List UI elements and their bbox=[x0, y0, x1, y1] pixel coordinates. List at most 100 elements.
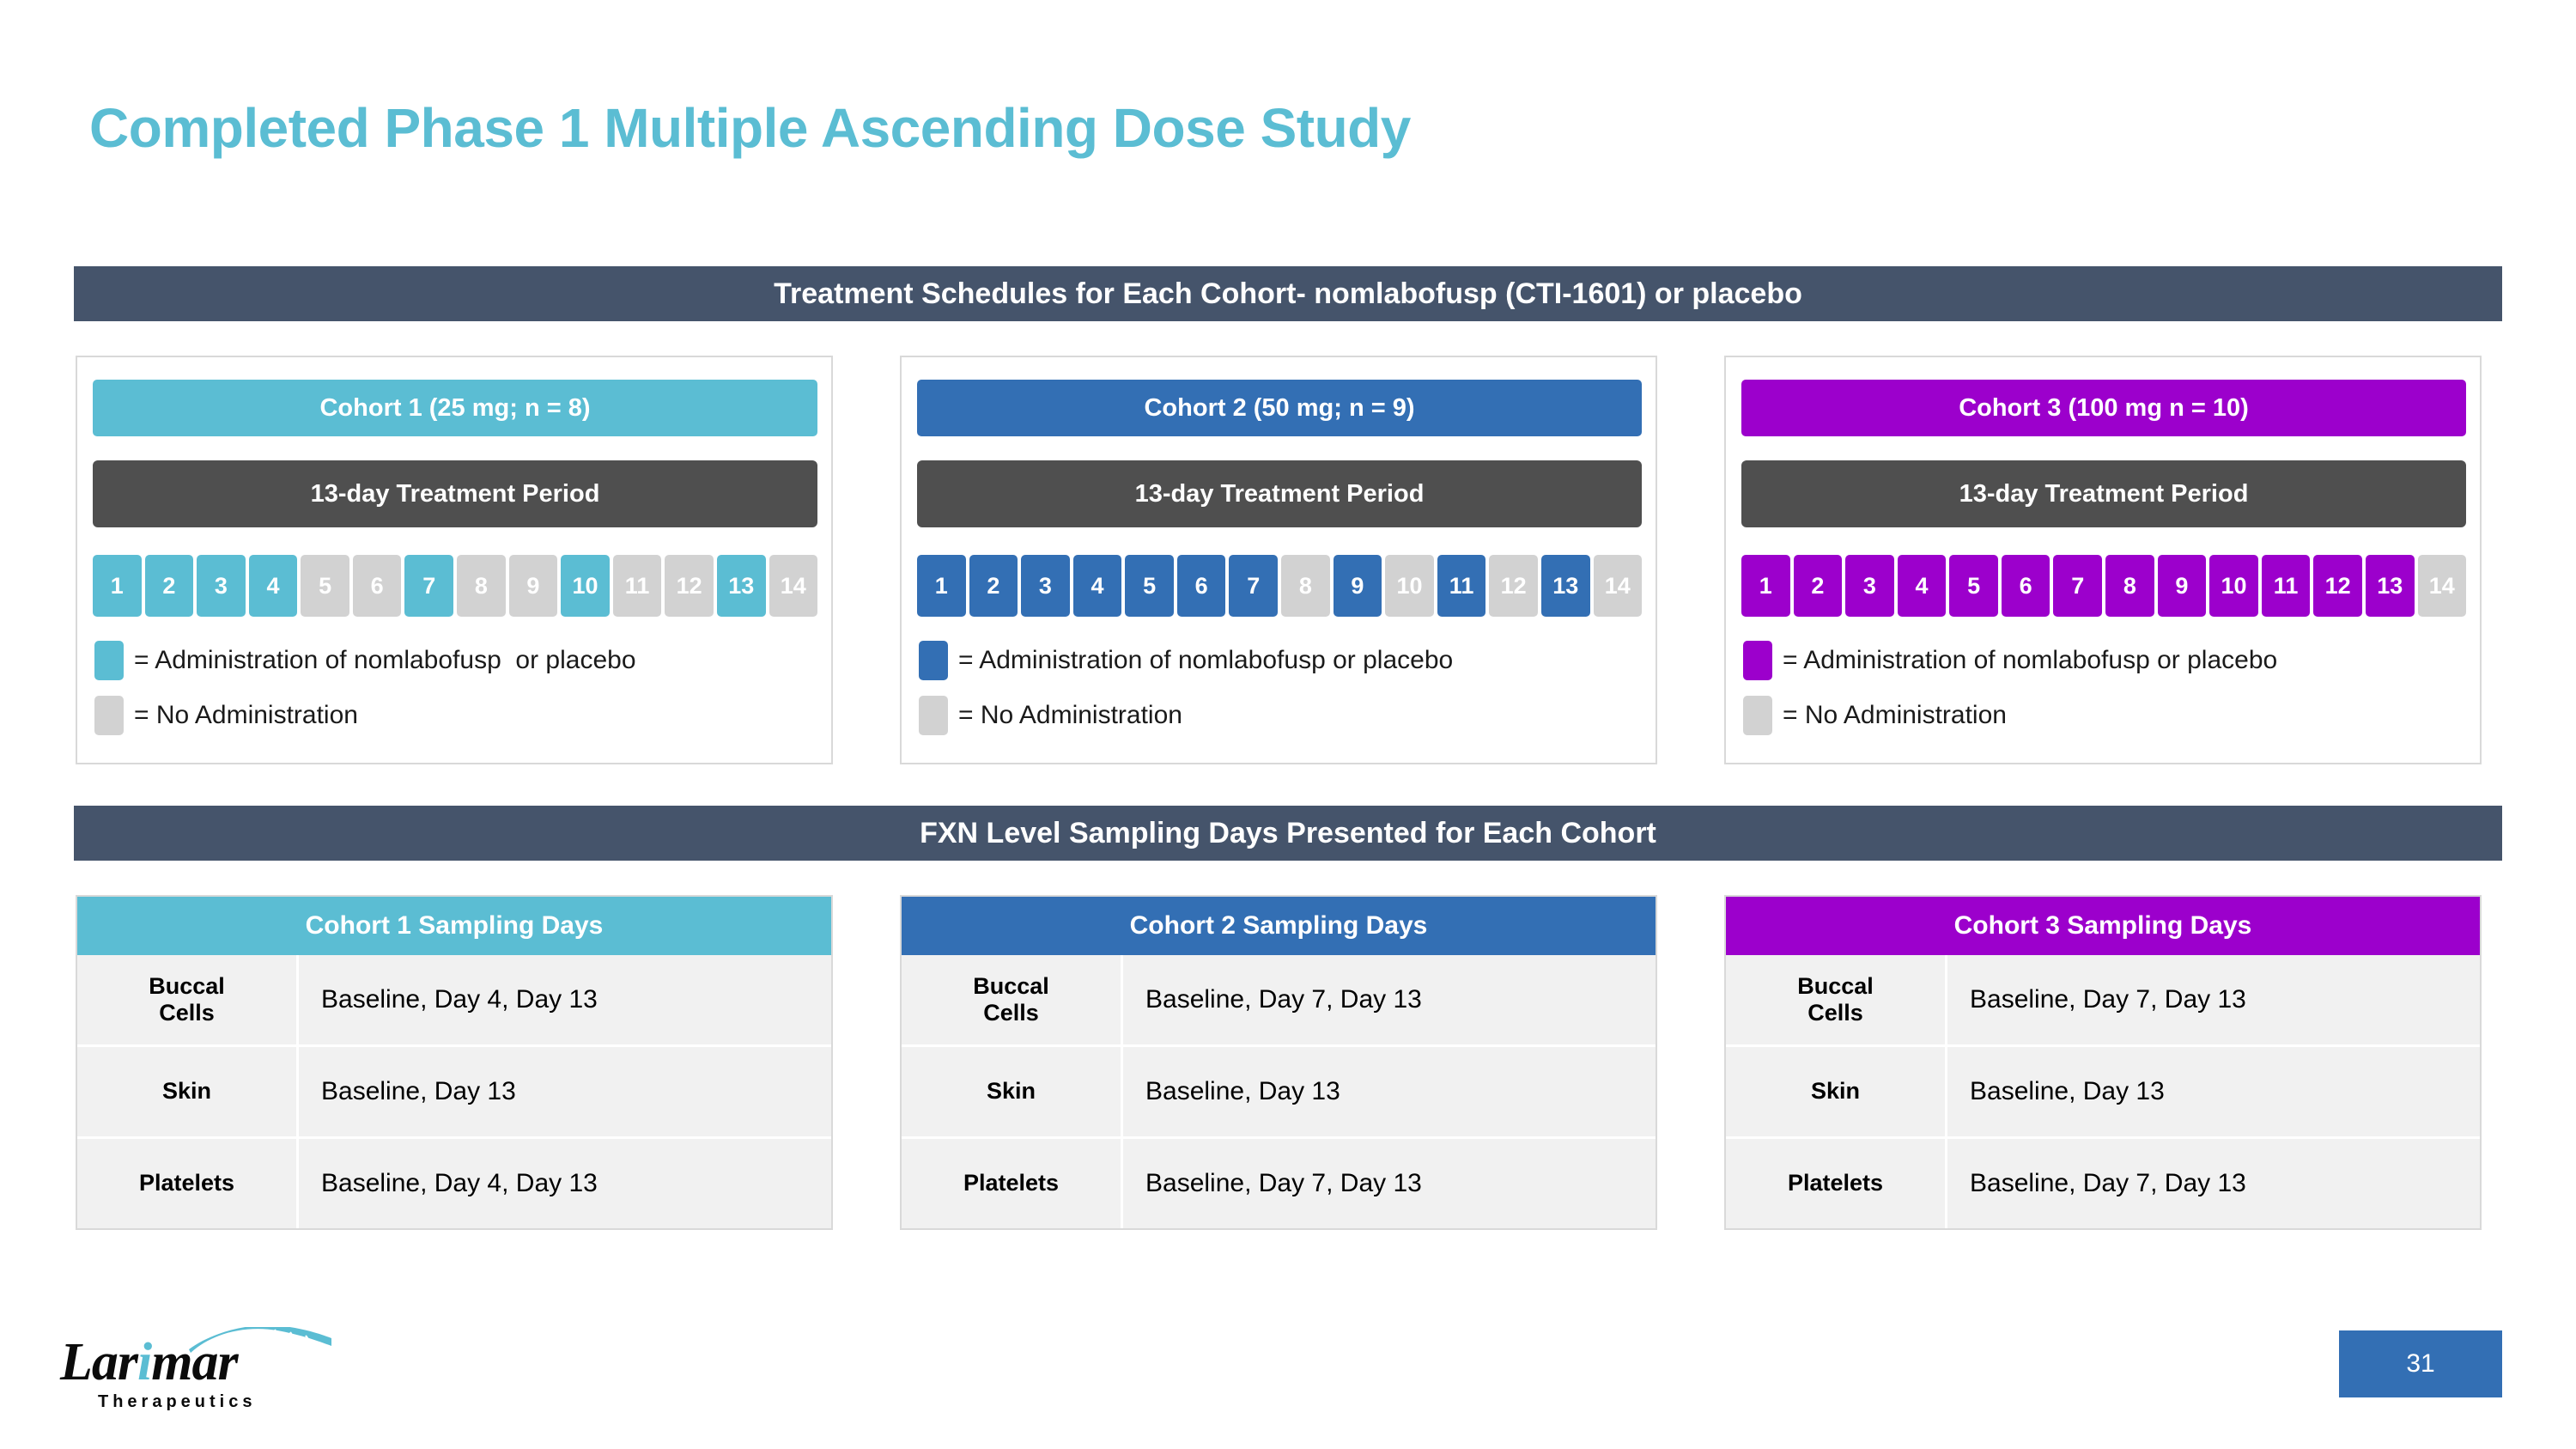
legend-swatch-no-administration bbox=[919, 696, 948, 735]
sampling-days-value: Baseline, Day 7, Day 13 bbox=[1123, 955, 1656, 1044]
sampling-days-value: Baseline, Day 4, Day 13 bbox=[299, 1139, 831, 1228]
day-cell-1: 1 bbox=[917, 555, 966, 617]
day-cell-5: 5 bbox=[1949, 555, 1998, 617]
day-cell-4: 4 bbox=[1897, 555, 1947, 617]
day-cell-6: 6 bbox=[2001, 555, 2050, 617]
cohort-2-header: Cohort 2 (50 mg; n = 9) bbox=[917, 380, 1642, 436]
day-cell-11: 11 bbox=[612, 555, 662, 617]
day-cell-4: 4 bbox=[248, 555, 298, 617]
day-cell-2: 2 bbox=[969, 555, 1018, 617]
day-cell-10: 10 bbox=[2209, 555, 2258, 617]
day-cell-5: 5 bbox=[301, 555, 349, 617]
logo-word-accent: i bbox=[137, 1333, 152, 1391]
sampling-days-value: Baseline, Day 7, Day 13 bbox=[1947, 1139, 2480, 1228]
sampling-table-3-header: Cohort 3 Sampling Days bbox=[1726, 897, 2480, 955]
cohort-1-header: Cohort 1 (25 mg; n = 8) bbox=[93, 380, 817, 436]
day-cell-7: 7 bbox=[1229, 555, 1279, 617]
section-banner-fxn-sampling: FXN Level Sampling Days Presented for Ea… bbox=[74, 806, 2502, 861]
legend-swatch-no-administration bbox=[1743, 696, 1772, 735]
cohort-panel-2: Cohort 2 (50 mg; n = 9) 13-day Treatment… bbox=[900, 356, 1657, 764]
cohort-3-legend-none: = No Administration bbox=[1743, 696, 2007, 735]
day-cell-6: 6 bbox=[352, 555, 402, 617]
day-cell-2: 2 bbox=[1793, 555, 1843, 617]
day-cell-12: 12 bbox=[2313, 555, 2362, 617]
logo-subtitle: Therapeutics bbox=[98, 1392, 257, 1411]
day-cell-3: 3 bbox=[1845, 555, 1894, 617]
legend-label-no-administration: = No Administration bbox=[1783, 701, 2007, 729]
day-cell-3: 3 bbox=[197, 555, 246, 617]
day-cell-13: 13 bbox=[1540, 555, 1590, 617]
day-cell-3: 3 bbox=[1021, 555, 1070, 617]
sampling-days-value: Baseline, Day 7, Day 13 bbox=[1123, 1139, 1656, 1228]
day-cell-11: 11 bbox=[2261, 555, 2311, 617]
day-cell-12: 12 bbox=[1489, 555, 1538, 617]
sample-type-label: Platelets bbox=[1726, 1139, 1947, 1228]
day-cell-14: 14 bbox=[769, 555, 818, 617]
day-cell-14: 14 bbox=[2417, 555, 2467, 617]
legend-label-no-administration: = No Administration bbox=[134, 701, 358, 729]
legend-swatch-dosed bbox=[94, 641, 124, 680]
cohort-3-treatment-period: 13-day Treatment Period bbox=[1741, 460, 2466, 527]
section-banner-treatment-schedules: Treatment Schedules for Each Cohort- nom… bbox=[74, 266, 2502, 321]
page-title: Completed Phase 1 Multiple Ascending Dos… bbox=[89, 97, 1411, 159]
dna-ribbon-icon bbox=[189, 1327, 331, 1353]
sampling-days-value: Baseline, Day 4, Day 13 bbox=[299, 955, 831, 1044]
sampling-days-value: Baseline, Day 13 bbox=[299, 1047, 831, 1136]
logo-wordmark: Larimar bbox=[60, 1332, 239, 1393]
cohort-2-treatment-period: 13-day Treatment Period bbox=[917, 460, 1642, 527]
legend-label-no-administration: = No Administration bbox=[958, 701, 1182, 729]
cohort-3-header: Cohort 3 (100 mg n = 10) bbox=[1741, 380, 2466, 436]
legend-label-dosed: = Administration of nomlabofusp or place… bbox=[134, 646, 636, 674]
day-cell-9: 9 bbox=[1333, 555, 1382, 617]
sampling-table-2-header: Cohort 2 Sampling Days bbox=[902, 897, 1656, 955]
day-cell-12: 12 bbox=[665, 555, 714, 617]
legend-swatch-dosed bbox=[1743, 641, 1772, 680]
day-cell-1: 1 bbox=[93, 555, 142, 617]
day-cell-7: 7 bbox=[404, 555, 454, 617]
cohort-2-legend-dosed: = Administration of nomlabofusp or place… bbox=[919, 641, 1453, 680]
sample-type-label: Platelets bbox=[902, 1139, 1123, 1228]
day-cell-1: 1 bbox=[1741, 555, 1790, 617]
day-cell-13: 13 bbox=[2365, 555, 2415, 617]
page-number-badge: 31 bbox=[2339, 1330, 2502, 1397]
larimar-logo: Larimar Therapeutics bbox=[60, 1327, 335, 1422]
day-cell-8: 8 bbox=[457, 555, 506, 617]
sampling-days-value: Baseline, Day 13 bbox=[1947, 1047, 2480, 1136]
sampling-table-1-header: Cohort 1 Sampling Days bbox=[77, 897, 831, 955]
sampling-days-value: Baseline, Day 7, Day 13 bbox=[1947, 955, 2480, 1044]
day-cell-14: 14 bbox=[1593, 555, 1643, 617]
logo-word-after: mar bbox=[151, 1333, 238, 1391]
day-cell-10: 10 bbox=[1385, 555, 1434, 617]
cohort-panel-3: Cohort 3 (100 mg n = 10) 13-day Treatmen… bbox=[1724, 356, 2482, 764]
legend-label-dosed: = Administration of nomlabofusp or place… bbox=[1783, 646, 2278, 674]
cohort-1-treatment-period: 13-day Treatment Period bbox=[93, 460, 817, 527]
day-cell-8: 8 bbox=[1281, 555, 1330, 617]
day-cell-13: 13 bbox=[716, 555, 766, 617]
day-cell-7: 7 bbox=[2053, 555, 2103, 617]
day-cell-9: 9 bbox=[508, 555, 558, 617]
logo-word-before: Lar bbox=[60, 1333, 138, 1391]
cohort-1-legend-dosed: = Administration of nomlabofusp or place… bbox=[94, 641, 636, 680]
day-cell-4: 4 bbox=[1072, 555, 1122, 617]
sample-type-label: Platelets bbox=[77, 1139, 299, 1228]
legend-label-dosed: = Administration of nomlabofusp or place… bbox=[958, 646, 1454, 674]
